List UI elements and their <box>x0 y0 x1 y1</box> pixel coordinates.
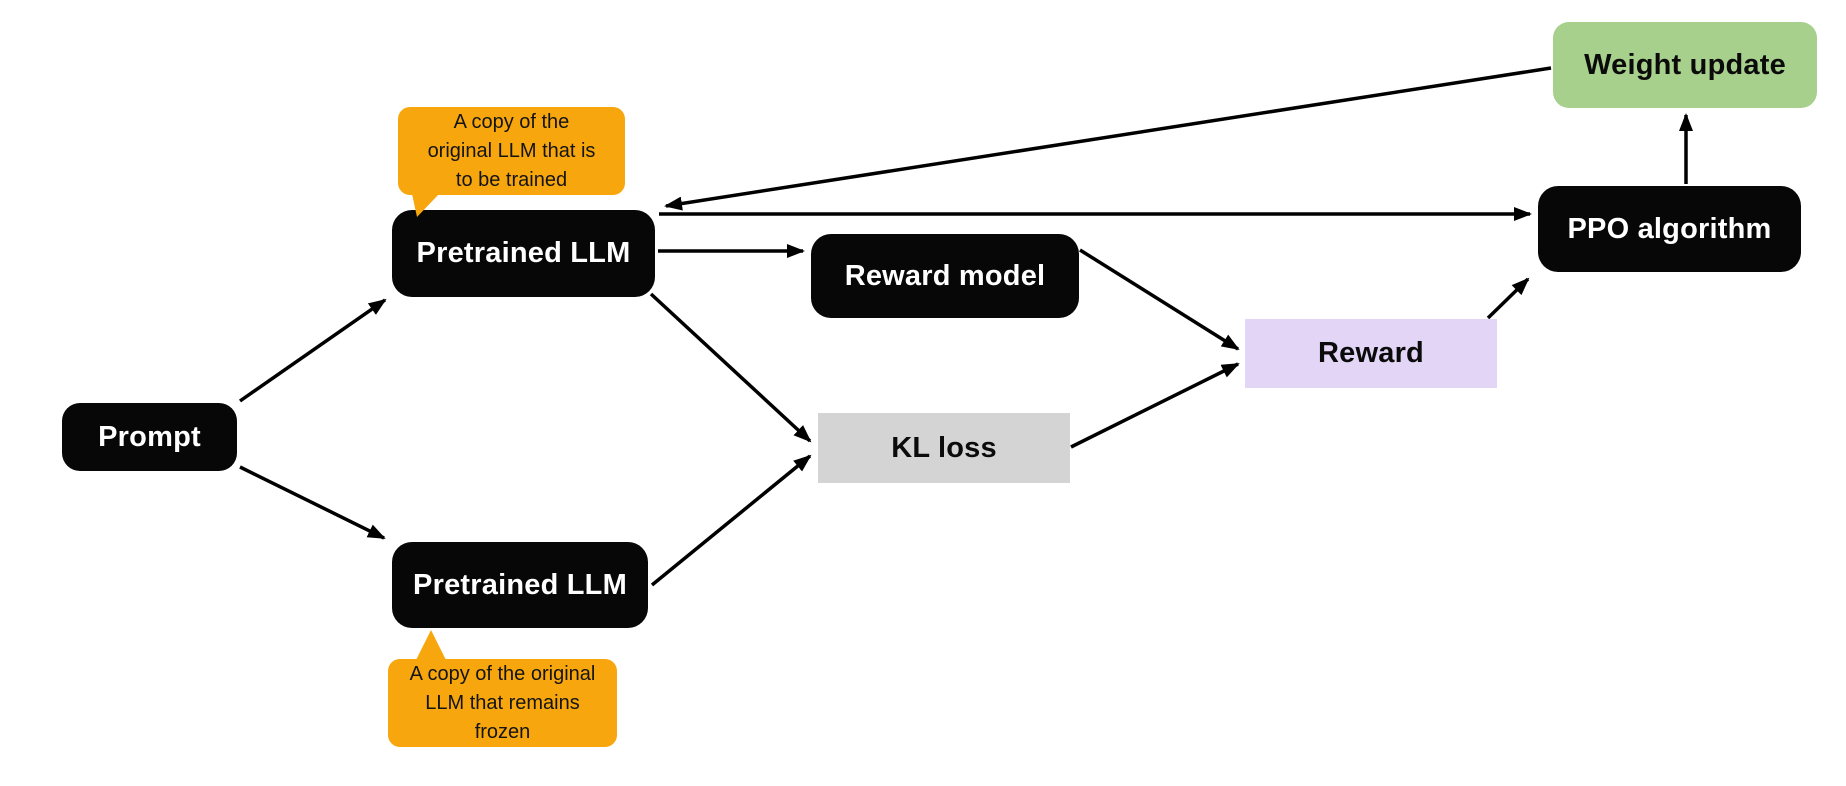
node-pretrained-llm-top: Pretrained LLM <box>392 210 655 297</box>
node-reward-model: Reward model <box>811 234 1079 318</box>
edge-prompt-to-pretrained-llm-top <box>238 298 387 403</box>
node-kl-loss-label: KL loss <box>891 431 997 464</box>
node-reward: Reward <box>1245 319 1497 388</box>
node-reward-label: Reward <box>1318 337 1424 369</box>
callout-frozen: A copy of the original LLM that remains … <box>388 630 617 747</box>
callout-tail-down <box>412 194 439 217</box>
callout-frozen-line3: frozen <box>474 720 531 743</box>
callout-to-be-trained-line3: to be trained <box>455 168 568 191</box>
edge-reward-model-to-reward <box>1079 248 1240 351</box>
edge-reward-to-ppo <box>1486 277 1530 320</box>
callout-frozen-line2: LLM that remains <box>425 691 580 714</box>
node-pretrained-llm-bottom-label: Pretrained LLM <box>413 568 627 601</box>
edge-pretrained-llm-bottom-to-kl-loss <box>650 454 812 587</box>
edge-pretrained-llm-top-to-kl-loss <box>649 292 812 443</box>
edge-weight-update-to-pretrained-llm <box>664 66 1552 211</box>
callout-to-be-trained-line1: A copy of the <box>453 110 570 133</box>
node-prompt: Prompt <box>62 403 237 471</box>
node-ppo-algorithm: PPO algorithm <box>1538 186 1801 272</box>
edge-prompt-to-pretrained-llm-bottom <box>239 465 386 540</box>
callout-to-be-trained: A copy of the original LLM that is to be… <box>398 107 625 217</box>
node-weight-update-label: Weight update <box>1584 48 1786 81</box>
node-prompt-label: Prompt <box>98 420 201 453</box>
node-pretrained-llm-top-label: Pretrained LLM <box>416 237 631 269</box>
node-pretrained-llm-bottom: Pretrained LLM <box>392 542 648 628</box>
callout-frozen-line1: A copy of the original <box>409 662 596 685</box>
node-reward-model-label: Reward model <box>844 259 1046 292</box>
callout-tail-up <box>416 630 446 660</box>
node-weight-update: Weight update <box>1553 22 1817 108</box>
node-ppo-algorithm-label: PPO algorithm <box>1567 212 1772 245</box>
edge-kl-loss-to-reward <box>1070 362 1240 449</box>
callout-to-be-trained-line2: original LLM that is <box>427 139 596 162</box>
node-kl-loss: KL loss <box>818 413 1070 483</box>
